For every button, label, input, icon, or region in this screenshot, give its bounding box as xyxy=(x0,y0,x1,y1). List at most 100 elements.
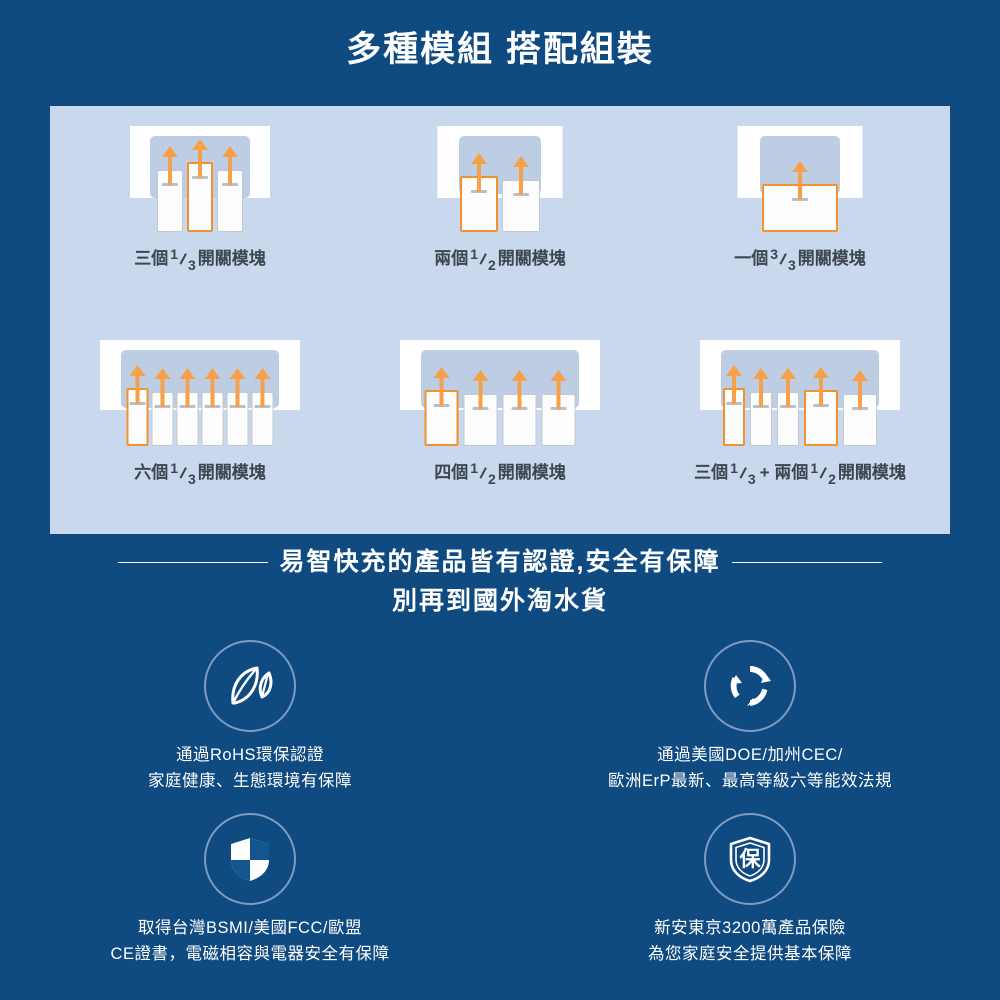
module-fraction: 3 3 xyxy=(770,247,796,272)
module-cell-three-one-third: 三個 1 3 開關模塊 xyxy=(50,106,350,320)
up-arrow-icon xyxy=(858,379,862,409)
module-caption: 四個 1 2 開關模塊 xyxy=(434,461,566,486)
up-arrow-icon xyxy=(160,377,165,407)
up-arrow-icon xyxy=(786,377,790,407)
up-arrow-icon xyxy=(198,148,202,178)
fraction-denominator: 2 xyxy=(828,470,836,487)
switch-module[interactable] xyxy=(157,155,183,232)
certification-heading: 易智快充的產品皆有認證,安全有保障 別再到國外淘水貨 xyxy=(0,548,1000,616)
fraction-denominator: 2 xyxy=(488,470,496,487)
up-arrow-icon xyxy=(228,155,232,185)
switch-module-highlighted[interactable] xyxy=(723,374,745,446)
switch-module-highlighted[interactable] xyxy=(187,148,213,232)
badge-energy-text: 通過美國DOE/加州CEC/ 歐洲ErP最新、最高等級六等能效法規 xyxy=(608,742,892,795)
up-arrow-icon xyxy=(135,374,140,404)
fraction-bar xyxy=(479,252,487,265)
module-illustration xyxy=(685,120,915,238)
recycle-icon xyxy=(704,640,796,732)
fraction-denominator: 3 xyxy=(188,256,196,273)
up-arrow-icon xyxy=(168,155,172,185)
module-caption: 兩個 1 2 開關模塊 xyxy=(434,247,566,272)
module-caption-suffix: 開關模塊 xyxy=(837,463,906,482)
up-arrow-icon xyxy=(185,377,190,407)
module-fraction: 1 2 xyxy=(470,247,496,272)
fraction-denominator: 3 xyxy=(188,470,196,487)
module-bricks xyxy=(157,148,243,232)
certification-badges: 通過RoHS環保認證 家庭健康、生態環境有保障 通過美國DOE/加州CEC/ 歐… xyxy=(0,640,1000,968)
module-illustration xyxy=(85,120,315,238)
module-caption-suffix: 開關模塊 xyxy=(497,463,566,482)
switch-module[interactable] xyxy=(463,379,498,446)
module-caption-prefix: 兩個 xyxy=(434,249,469,268)
switch-module[interactable] xyxy=(217,155,243,232)
shield-character: 保 xyxy=(739,847,762,871)
switch-module[interactable] xyxy=(541,379,576,446)
module-cell-mixed: 三個 1 3 + 兩個 1 2 開關模塊 xyxy=(650,320,950,534)
module-fraction: 1 2 xyxy=(470,461,496,486)
switch-module[interactable] xyxy=(502,379,537,446)
module-caption-prefix: 三個 xyxy=(134,249,169,268)
switch-module[interactable] xyxy=(151,377,174,446)
badge-energy-line2: 歐洲ErP最新、最高等級六等能效法規 xyxy=(607,772,892,791)
module-illustration xyxy=(385,334,615,452)
up-arrow-icon xyxy=(235,377,240,407)
switch-module-highlighted[interactable] xyxy=(424,376,459,446)
switch-module[interactable] xyxy=(777,377,799,446)
fraction-bar xyxy=(179,252,187,265)
module-caption-mid: + 兩個 xyxy=(759,463,809,482)
module-cell-two-one-half: 兩個 1 2 開關模塊 xyxy=(350,106,650,320)
fraction-numerator: 1 xyxy=(470,459,478,476)
badge-energy-efficiency: 通過美國DOE/加州CEC/ 歐洲ErP最新、最高等級六等能效法規 xyxy=(500,640,1000,795)
switch-module[interactable] xyxy=(502,165,540,232)
module-caption-suffix: 開關模塊 xyxy=(497,249,566,268)
up-arrow-icon xyxy=(477,162,481,192)
module-caption-prefix: 四個 xyxy=(434,463,469,482)
fraction-denominator: 2 xyxy=(488,256,496,273)
module-caption: 三個 1 3 + 兩個 1 2 開關模塊 xyxy=(694,461,906,486)
switch-module[interactable] xyxy=(251,377,274,446)
switch-module[interactable] xyxy=(201,377,224,446)
certification-heading-line1: 易智快充的產品皆有認證,安全有保障 xyxy=(279,548,721,576)
up-arrow-icon xyxy=(798,170,802,200)
module-cell-six-one-third: 六個 1 3 開關模塊 xyxy=(50,320,350,534)
switch-module[interactable] xyxy=(750,377,772,446)
fraction-numerator: 1 xyxy=(170,459,178,476)
shield-check-icon xyxy=(204,812,296,905)
fraction-numerator: 1 xyxy=(810,459,819,476)
switch-module-highlighted[interactable] xyxy=(460,162,498,232)
switch-module-highlighted[interactable] xyxy=(762,170,838,232)
switch-module[interactable] xyxy=(843,379,877,446)
module-fraction: 1 3 xyxy=(170,247,196,272)
fraction-bar xyxy=(479,466,487,479)
certification-heading-line2: 別再到國外淘水貨 xyxy=(391,586,608,615)
switch-module[interactable] xyxy=(176,377,199,446)
divider-line-left xyxy=(117,561,268,564)
up-arrow-icon xyxy=(759,377,763,407)
module-caption-suffix: 開關模塊 xyxy=(797,249,866,268)
badge-safety-line1: 取得台灣BSMI/美國FCC/歐盟 xyxy=(138,918,362,937)
fraction-numerator: 3 xyxy=(770,245,778,262)
fraction-bar xyxy=(779,252,787,265)
divider-line-right xyxy=(732,561,883,564)
badge-product-insurance: 保 新安東京3200萬產品保險 為您家庭安全提供基本保障 xyxy=(500,812,1000,968)
module-caption-prefix: 一個 xyxy=(734,249,769,268)
fraction-numerator: 1 xyxy=(170,245,178,262)
up-arrow-icon xyxy=(478,379,483,409)
fraction-bar xyxy=(179,466,187,479)
up-arrow-icon xyxy=(819,376,823,406)
switch-module[interactable] xyxy=(226,377,249,446)
modules-panel: 三個 1 3 開關模塊 xyxy=(50,106,950,534)
switch-module-highlighted[interactable] xyxy=(804,376,838,446)
badge-insurance-line1: 新安東京3200萬產品保險 xyxy=(654,918,846,937)
module-cell-one-three-thirds: 一個 3 3 開關模塊 xyxy=(650,106,950,320)
module-caption-prefix: 六個 xyxy=(134,463,169,482)
badge-rohs-text: 通過RoHS環保認證 家庭健康、生態環境有保障 xyxy=(148,742,352,795)
switch-module-highlighted[interactable] xyxy=(126,374,149,446)
module-cell-four-one-half: 四個 1 2 開關模塊 xyxy=(350,320,650,534)
module-caption: 六個 1 3 開關模塊 xyxy=(134,459,266,486)
module-fraction: 1 3 xyxy=(730,461,756,486)
fraction-bar xyxy=(819,466,827,479)
fraction-denominator: 3 xyxy=(788,256,796,273)
certification-heading-row: 易智快充的產品皆有認證,安全有保障 xyxy=(0,548,1000,577)
module-fraction-second: 1 2 xyxy=(810,461,836,486)
